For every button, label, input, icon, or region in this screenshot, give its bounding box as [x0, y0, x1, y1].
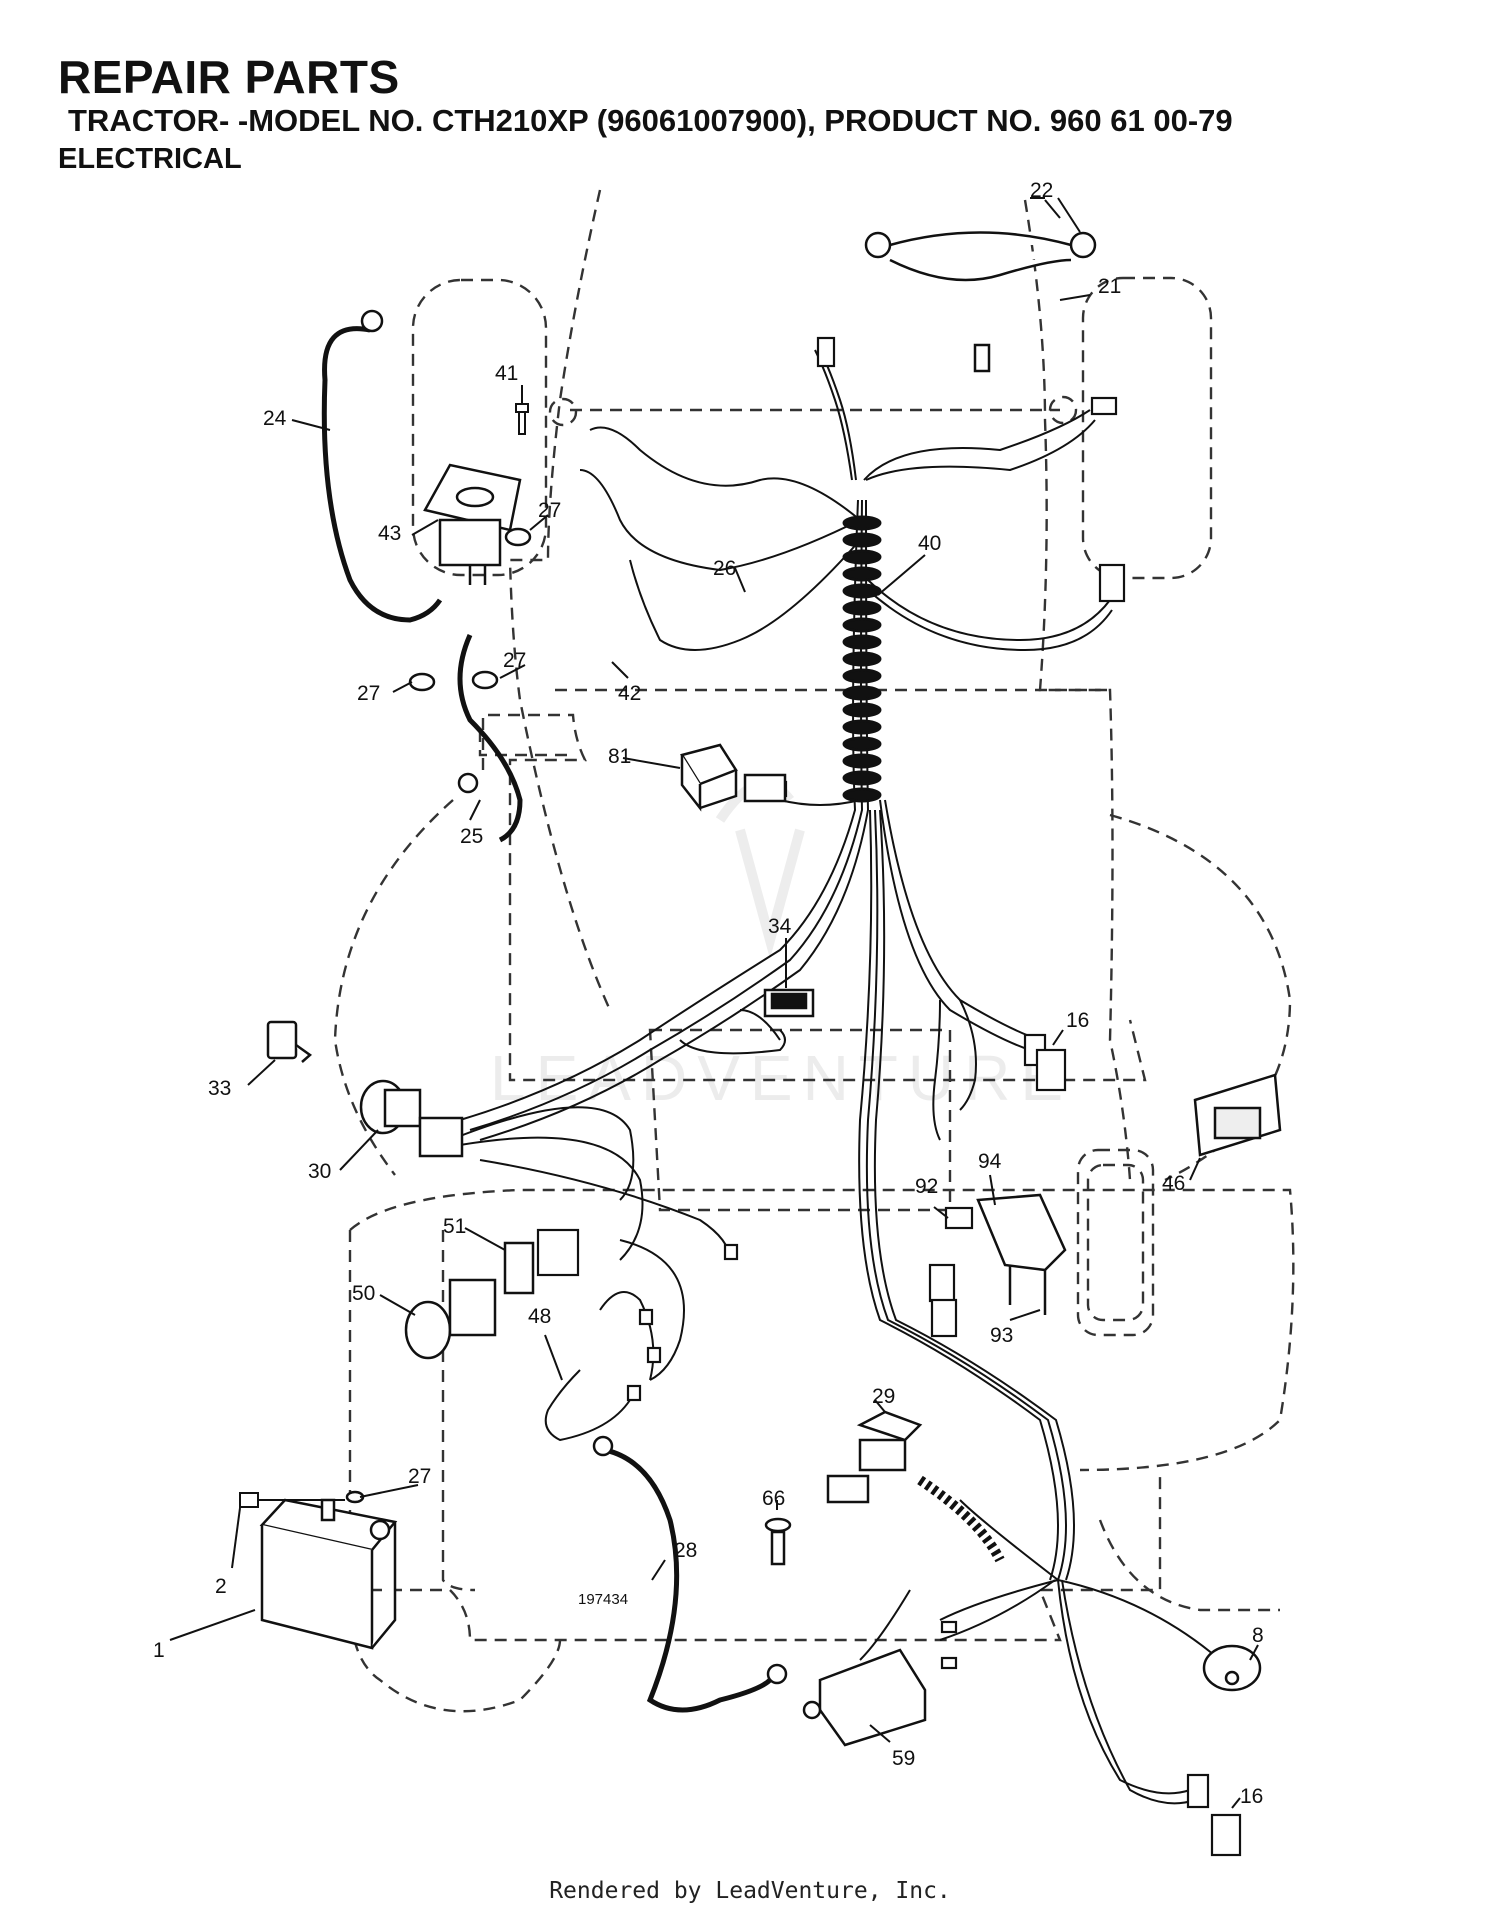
cable-28	[604, 1447, 772, 1713]
bolt-41	[515, 403, 529, 435]
callout-43: 43	[378, 522, 401, 545]
harness-conduit	[842, 515, 882, 803]
ring-terminal	[360, 309, 384, 333]
ring-terminal	[592, 1435, 614, 1457]
callout-40: 40	[918, 532, 941, 555]
switch-34	[763, 988, 815, 1018]
ring-terminal	[457, 772, 479, 794]
watermark-text: LEADVENTURE	[490, 1042, 1073, 1114]
model-subtitle: TRACTOR- -MODEL NO. CTH210XP (9606100790…	[68, 103, 1233, 138]
callout-33: 33	[208, 1077, 231, 1100]
drawing-number: 197434	[578, 1591, 628, 1608]
callout-42: 42	[618, 682, 641, 705]
render-credit: Rendered by LeadVenture, Inc.	[549, 1878, 951, 1904]
callout-66: 66	[762, 1487, 785, 1510]
callout-22: 22	[1030, 179, 1053, 202]
callout-30: 30	[308, 1160, 331, 1183]
headlight-assembly	[864, 231, 1097, 373]
callout-21: 21	[1098, 275, 1121, 298]
callout-8: 8	[1252, 1624, 1264, 1647]
key-33	[266, 1020, 313, 1063]
connectors	[536, 336, 1210, 1809]
callouts: 1 2 8 16 16 21 22 24 25 26 27 27 27 27 2…	[153, 179, 1264, 1808]
callout-27: 27	[408, 1465, 431, 1488]
callout-28: 28	[674, 1539, 697, 1562]
module-59	[802, 1648, 927, 1747]
switch-46	[1193, 1073, 1282, 1157]
callout-26: 26	[713, 557, 736, 580]
pto-switch-50	[404, 1241, 535, 1360]
callout-25: 25	[460, 825, 483, 848]
leader-lines	[169, 197, 1259, 1809]
ring-terminal	[766, 1663, 788, 1685]
callout-34: 34	[768, 915, 792, 938]
callout-27: 27	[503, 649, 526, 672]
callout-16: 16	[1240, 1785, 1263, 1808]
header: REPAIR PARTS TRACTOR- -MODEL NO. CTH210X…	[58, 52, 1233, 178]
callout-41: 41	[495, 362, 518, 385]
callout-81: 81	[608, 745, 631, 768]
switch-16	[1035, 1048, 1242, 1857]
callout-48: 48	[528, 1305, 551, 1328]
callout-46: 46	[1162, 1172, 1185, 1195]
callout-24: 24	[263, 407, 287, 430]
switch-8	[1202, 1644, 1262, 1692]
cable-25	[457, 633, 523, 843]
page-title: REPAIR PARTS	[58, 51, 400, 103]
callout-2: 2	[215, 1575, 227, 1598]
section-title: ELECTRICAL	[58, 143, 242, 175]
callout-27: 27	[357, 682, 380, 705]
callout-51: 51	[443, 1215, 466, 1238]
callout-50: 50	[352, 1282, 375, 1305]
callout-59: 59	[892, 1747, 915, 1770]
coiled-lead	[917, 1475, 1005, 1563]
callout-29: 29	[872, 1385, 895, 1408]
callout-27: 27	[538, 499, 561, 522]
callout-94: 94	[978, 1150, 1002, 1173]
battery-bolt-2	[239, 1492, 345, 1508]
solenoid-43	[423, 463, 522, 585]
callout-93: 93	[990, 1324, 1013, 1347]
callout-1: 1	[153, 1639, 165, 1662]
ignition-switch-30	[359, 1079, 464, 1158]
switch-29	[826, 1410, 923, 1504]
bolt-66	[764, 1517, 792, 1566]
fuse-holder-48	[544, 1369, 631, 1442]
callout-92: 92	[915, 1175, 938, 1198]
callout-16: 16	[1066, 1009, 1089, 1032]
module-94	[976, 1193, 1067, 1315]
cable-24	[321, 326, 443, 623]
battery-1	[259, 1498, 398, 1650]
nuts-27	[345, 527, 532, 1504]
relay-81	[680, 743, 787, 812]
